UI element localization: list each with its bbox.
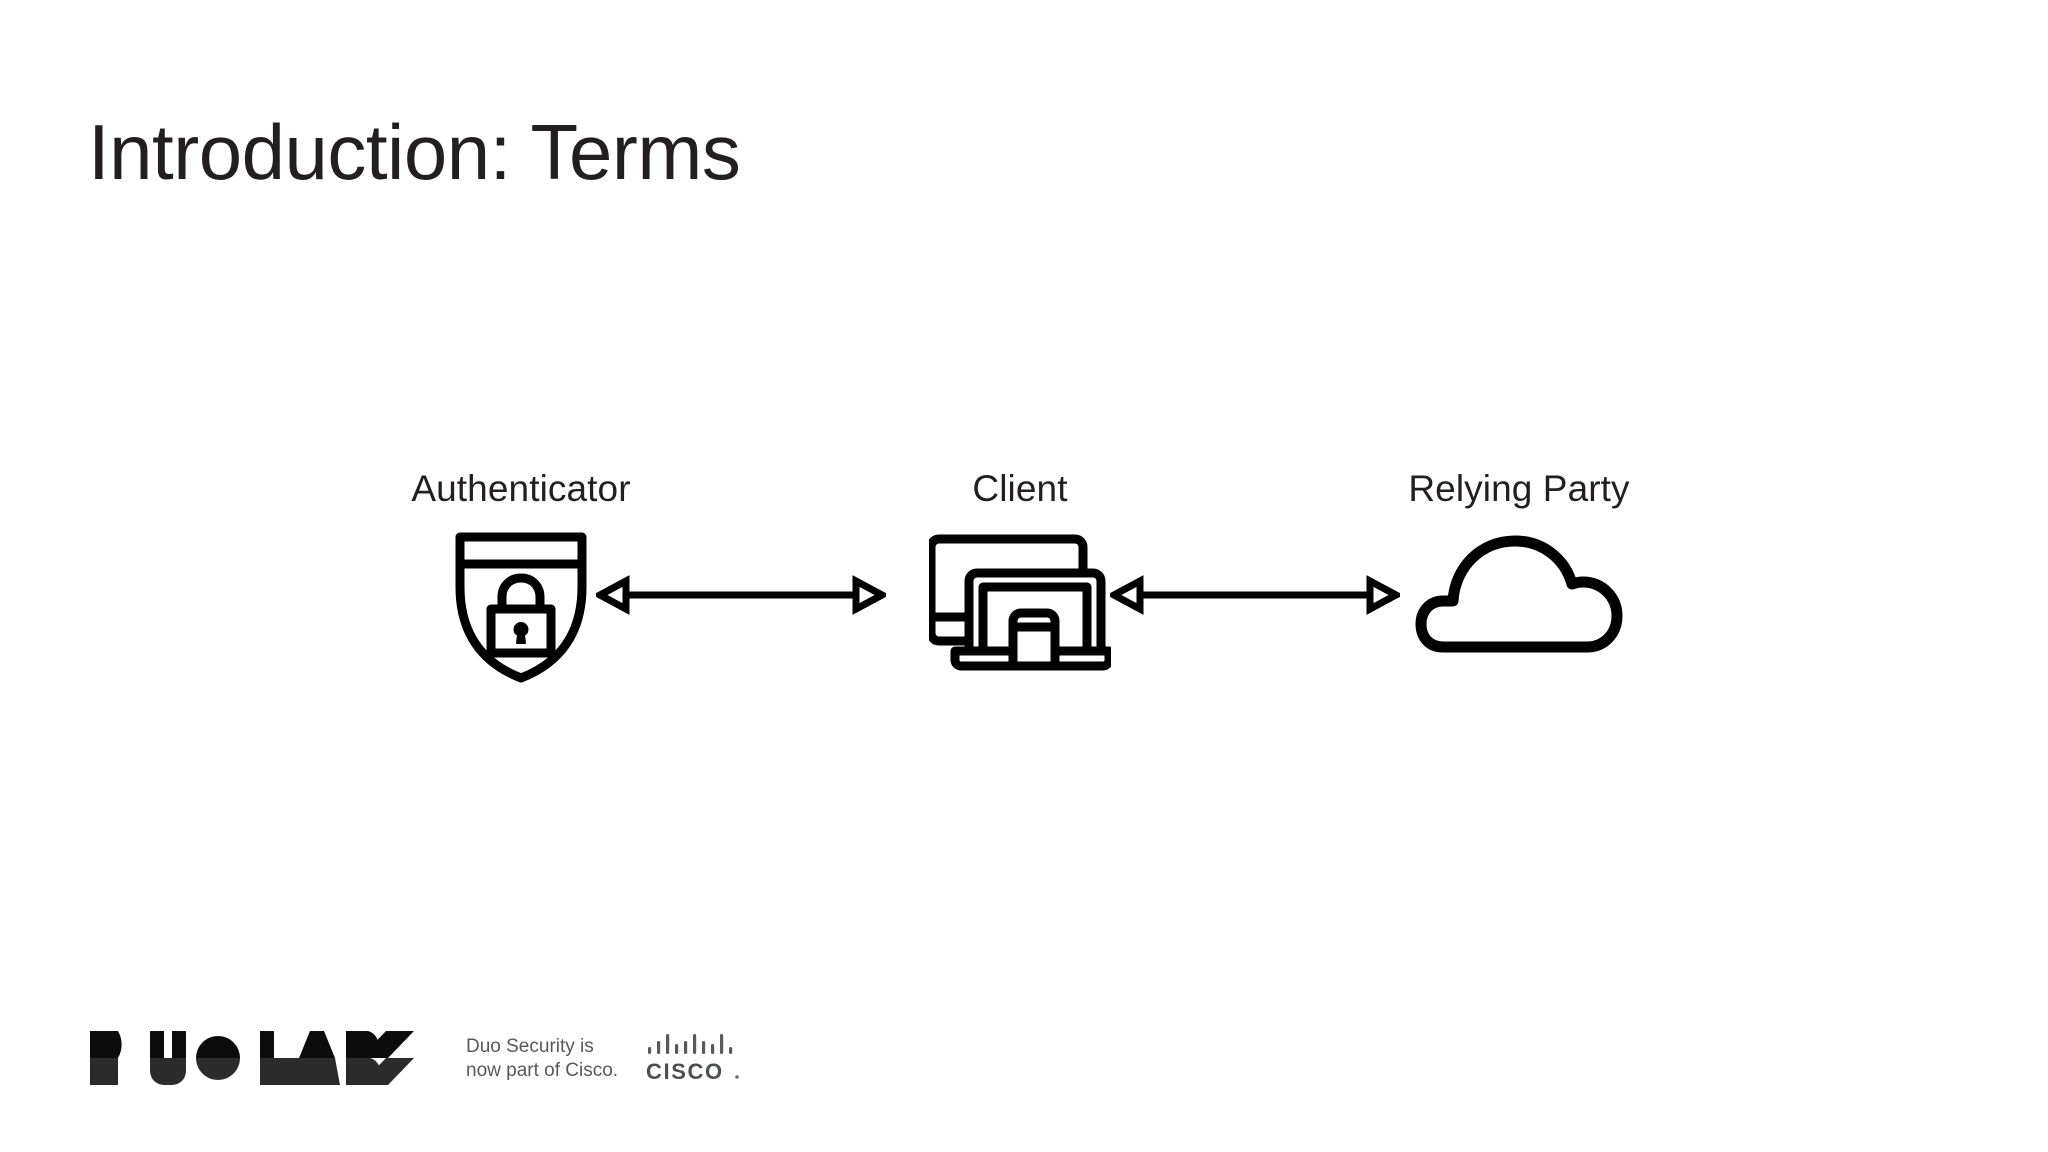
cisco-wordmark-text: CISCO xyxy=(646,1059,724,1084)
connector-client-relying-party xyxy=(1110,571,1400,619)
node-label-relying-party: Relying Party xyxy=(1408,468,1630,509)
cisco-logo: CISCO xyxy=(618,1029,742,1087)
duo-labs-logo xyxy=(88,1029,418,1087)
node-label-authenticator: Authenticator xyxy=(411,468,631,509)
cisco-acquisition-note: Duo Security is now part of Cisco. xyxy=(466,1035,619,1081)
terms-diagram: Authenticator Client xyxy=(0,470,2048,730)
page-title: Introduction: Terms xyxy=(88,108,741,196)
connector-authenticator-client xyxy=(596,571,886,619)
diagram-node-relying-party: Relying Party xyxy=(1369,470,1669,684)
devices-icon xyxy=(870,529,1170,684)
shield-lock-icon xyxy=(371,529,671,684)
diagram-node-client: Client xyxy=(870,470,1170,684)
node-label-client: Client xyxy=(972,468,1068,509)
slide-footer: Duo Security is now part of Cisco. CISCO xyxy=(88,1022,742,1094)
diagram-node-authenticator: Authenticator xyxy=(371,470,671,684)
cloud-icon xyxy=(1369,529,1669,684)
